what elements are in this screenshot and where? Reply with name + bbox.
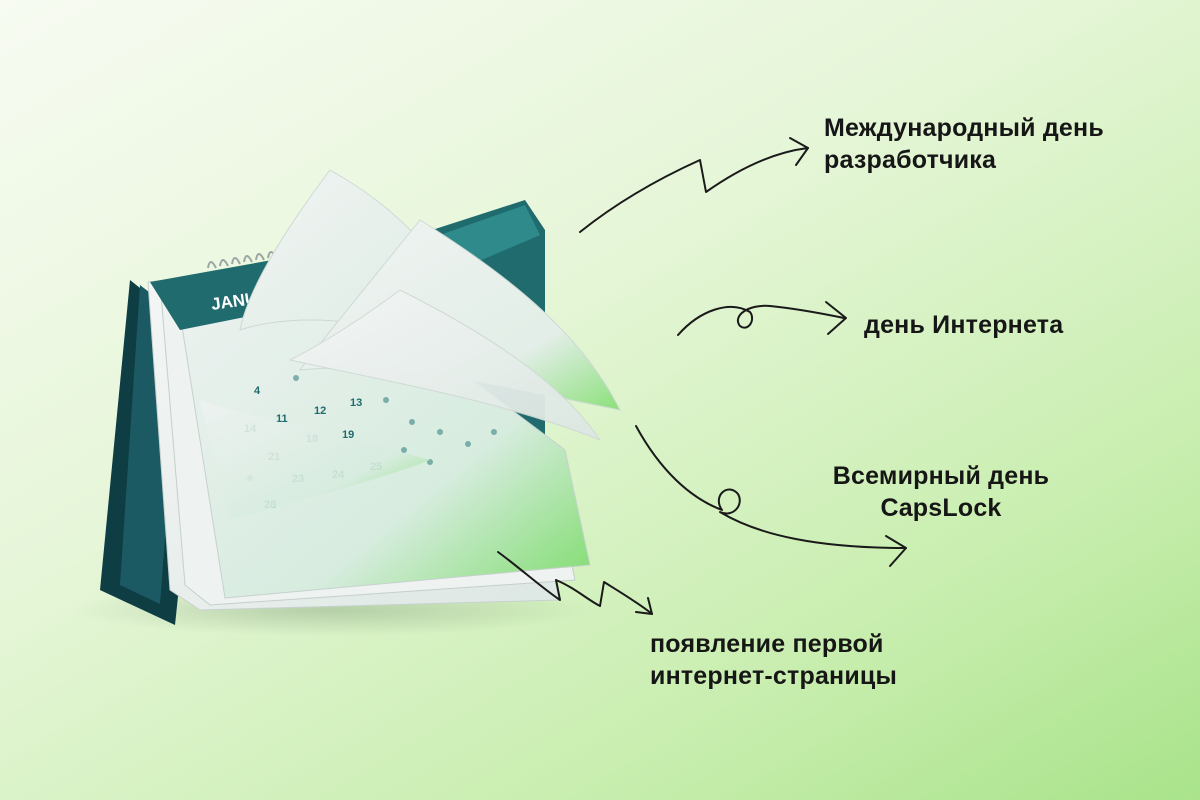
day-number: 12: [314, 405, 326, 417]
hand-drawn-arrow-icon: [497, 551, 653, 615]
hand-drawn-arrow-icon: [579, 137, 809, 233]
label-internet-day: день Интернета: [864, 309, 1063, 341]
desk-calendar: JANUARY 4 11 12 13 14 18 19 21 23 24 25 …: [70, 169, 621, 636]
label-capslock-day: Всемирный день CapsLock: [828, 460, 1054, 524]
label-line: разработчика: [824, 146, 997, 174]
day-number: 13: [350, 397, 362, 409]
day-number: 4: [254, 385, 261, 397]
label-line: день Интернета: [864, 311, 1064, 339]
label-line: интернет-страницы: [650, 662, 898, 690]
label-first-webpage: появление первой интернет-страницы: [650, 628, 897, 692]
label-line: появление первой: [650, 630, 884, 658]
day-number: 11: [276, 413, 288, 425]
label-line: Международный день: [824, 114, 1104, 142]
day-number: 19: [342, 429, 354, 441]
hand-drawn-arrow-icon: [635, 425, 907, 567]
label-line: Всемирный день: [832, 462, 1050, 490]
label-line: CapsLock: [880, 494, 1002, 522]
hand-drawn-arrow-icon: [677, 301, 847, 336]
label-developer-day: Международный день разработчика: [824, 112, 1104, 176]
